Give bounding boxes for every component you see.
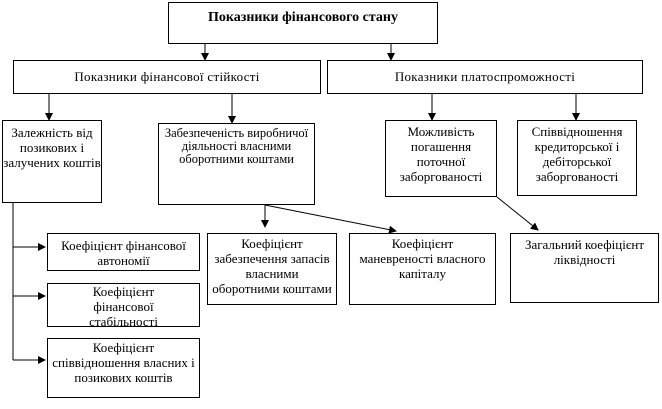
group-provision-box: Забезпеченість виробничої діяльності вла… <box>158 123 315 205</box>
coef-inventory-box: Коефіцієнт забезпечення запасів власними… <box>207 233 337 305</box>
coef-autonomy-label: Коефіцієнт фінансової автономії <box>61 238 186 268</box>
group-repayment-box: Можливість погашення поточної заборгован… <box>385 120 497 197</box>
coef-own-borrowed-box: Коефіцієнт співвідношення власних і пози… <box>47 338 200 398</box>
branch-stability-box: Показники фінансової стійкості <box>13 60 321 94</box>
coef-maneuverability-label: Коефіцієнт маневреності власного капітал… <box>359 236 486 281</box>
arrow-provision-maneuverability <box>264 204 397 234</box>
group-repayment-label: Можливість погашення поточної заборгован… <box>399 124 483 184</box>
coef-liquidity-box: Загальний коефіцієнт ліквідності <box>510 233 659 303</box>
coef-inventory-label: Коефіцієнт забезпечення запасів власними… <box>212 236 332 296</box>
branch-solvency-box: Показники платоспроможності <box>327 60 643 94</box>
coef-stability-label: Коефіцієнт фінансової стабільності <box>89 284 158 329</box>
coef-liquidity-label: Загальний коефіцієнт ліквідності <box>524 237 645 267</box>
group-dependence-box: Залежність від позикових і залучених кош… <box>2 120 102 203</box>
root-label: Показники фінансового стану <box>207 10 398 25</box>
branch-solvency-label: Показники платоспроможності <box>394 69 576 84</box>
branch-stability-label: Показники фінансової стійкості <box>74 69 260 84</box>
group-ratio-label: Співвідношення кредиторської і дебіторсь… <box>531 124 623 184</box>
coef-autonomy-box: Коефіцієнт фінансової автономії <box>47 233 200 271</box>
coef-stability-box: Коефіцієнт фінансової стабільності <box>47 283 200 329</box>
root-box: Показники фінансового стану <box>168 2 438 44</box>
group-provision-label: Забезпеченість виробничої діяльності вла… <box>164 126 309 166</box>
group-dependence-label: Залежність від позикових і залучених кош… <box>3 125 101 170</box>
arrow-repayment-liquidity <box>496 196 539 231</box>
group-ratio-box: Співвідношення кредиторської і дебіторсь… <box>517 120 637 196</box>
coef-own-borrowed-label: Коефіцієнт співвідношення власних і пози… <box>52 340 195 385</box>
coef-maneuverability-box: Коефіцієнт маневреності власного капітал… <box>349 233 496 305</box>
